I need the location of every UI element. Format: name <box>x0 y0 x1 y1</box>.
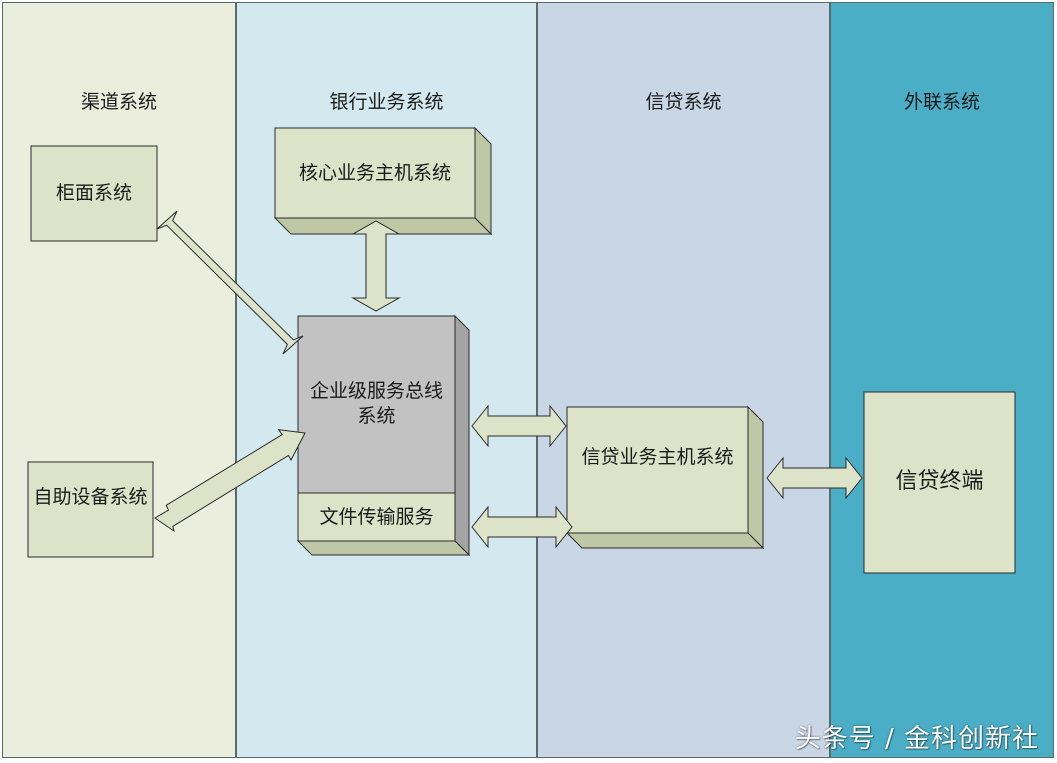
arrow-esb-credit-upper <box>471 404 567 448</box>
lane-title-bank-business: 银行业务系统 <box>329 91 444 113</box>
arrow-counter-esb <box>156 210 304 355</box>
lane-external: 外联系统 <box>830 2 1054 758</box>
esb-system-box <box>296 314 471 557</box>
lane-title-channel: 渠道系统 <box>80 91 157 113</box>
file-transfer-box <box>297 492 456 542</box>
arrow-credithost-terminal <box>766 456 863 500</box>
lane-title-external: 外联系统 <box>903 91 980 113</box>
lane-channel: 渠道系统 <box>2 2 236 758</box>
core-system-label: 核心业务主机系统 <box>298 162 451 184</box>
watermark: 头条号 / 金科创新社 <box>794 724 1039 754</box>
lane-title-credit: 信贷系统 <box>645 91 722 113</box>
core-system-box <box>273 126 493 236</box>
credit-host-label: 信贷业务主机系统 <box>581 446 734 468</box>
lane-credit: 信贷系统 <box>537 2 830 758</box>
counter-system-label: 柜面系统 <box>55 182 132 204</box>
arrow-selfservice-esb <box>154 428 306 533</box>
credit-host-box <box>565 405 765 550</box>
self-service-system-box <box>27 461 154 558</box>
self-service-system-label: 自助设备系统 <box>33 486 148 508</box>
credit-terminal-box <box>863 391 1016 574</box>
arrow-core-esb <box>351 220 401 312</box>
credit-terminal-label: 信贷终端 <box>895 469 984 494</box>
esb-system-label: 企业级服务总线系统 <box>309 380 443 427</box>
counter-system-box <box>30 145 158 242</box>
file-transfer-label: 文件传输服务 <box>319 506 434 528</box>
arrow-file-credit-lower <box>471 505 573 549</box>
